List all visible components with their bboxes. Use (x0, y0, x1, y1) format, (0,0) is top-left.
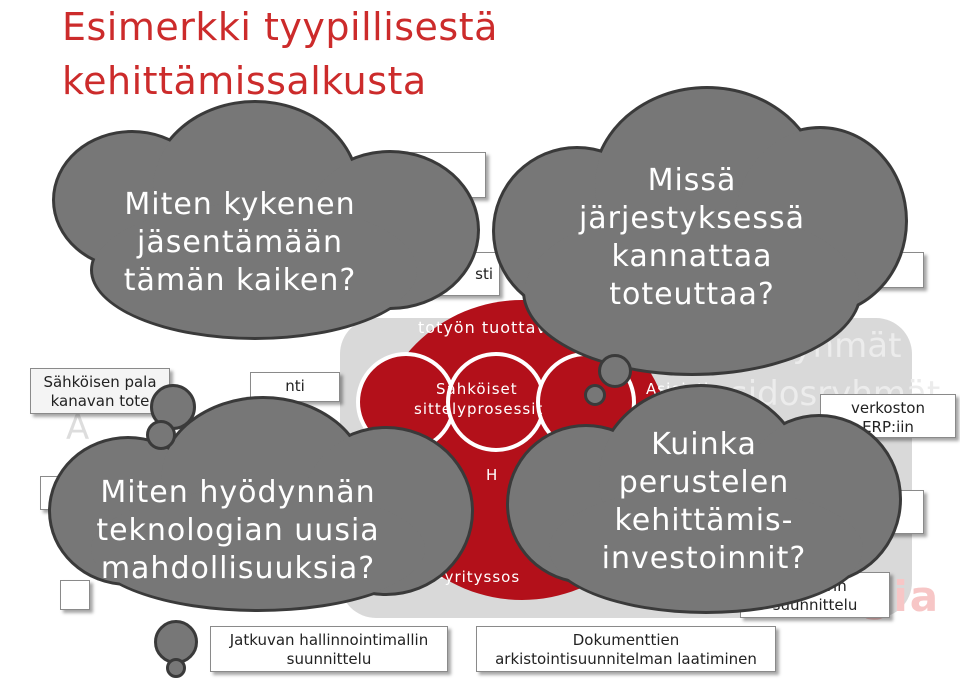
thought-cloud-order: Missä järjestyksessä kannattaa toteuttaa… (482, 86, 910, 376)
cloud-investment-line1: Kuinka (651, 427, 757, 462)
cloud-investment-line3: kehittämis- (614, 503, 794, 538)
box-governance-line1: Jatkuvan hallinnointimallin (229, 631, 429, 649)
top-arc-label: totyön tuottav (418, 318, 547, 337)
cloud-technology-text: Miten hyödynnän teknologian uusia mahdol… (78, 474, 398, 588)
cloud-order-line3: kannattaa (611, 239, 773, 274)
cloud-structure-line1: Miten kykenen (124, 187, 356, 222)
title-line-1: Esimerkki tyypillisestä (62, 5, 498, 49)
band-mid-label: H (486, 466, 499, 484)
thought-cloud-technology: Miten hyödynnän teknologian uusia mahdol… (38, 396, 478, 612)
box-right-network-line1: verkoston (851, 399, 925, 417)
box-document-archiving-line1: Dokumenttien (572, 631, 680, 649)
box-right-network: verkoston ERP:iin (820, 394, 956, 438)
process-label-2: sittelyprosessit (414, 400, 544, 418)
cloud-investment-text: Kuinka perustelen kehittämis- investoinn… (554, 426, 854, 578)
cloud-investment-line4: investoinnit? (601, 541, 807, 576)
cloud-order-text: Missä järjestyksessä kannattaa toteuttaa… (542, 162, 842, 314)
thought-bubble (584, 384, 606, 406)
cloud-investment-line2: perustelen (618, 465, 790, 500)
cloud-structure-line2: jäsentämään (137, 225, 343, 260)
box-governance-line2: suunnittelu (286, 650, 372, 668)
cloud-technology-line2: teknologian uusia (96, 513, 380, 548)
box-left-mid-text: nti (285, 377, 305, 395)
box-document-archiving-line2: arkistointisuunnitelman laatiminen (495, 650, 757, 668)
thought-cloud-investment: Kuinka perustelen kehittämis- investoinn… (506, 384, 906, 614)
box-document-archiving: Dokumenttien arkistointisuunnitelman laa… (476, 626, 776, 672)
cloud-order-line4: toteuttaa? (609, 277, 775, 312)
cloud-structure-text: Miten kykenen jäsentämään tämän kaiken? (90, 186, 390, 300)
box-electronic-channel-line1: Sähköisen pala (43, 373, 157, 391)
box-right-network-line2: ERP:iin (862, 418, 914, 436)
cloud-technology-line3: mahdollisuuksia? (100, 551, 376, 586)
box-governance: Jatkuvan hallinnointimallin suunnittelu (210, 626, 448, 672)
thought-bubble (166, 658, 186, 678)
box-electronic-channel-line2: kanavan tote (50, 392, 150, 410)
box-left-bottom (60, 580, 90, 610)
cloud-structure-line3: tämän kaiken? (123, 263, 357, 298)
cloud-order-line2: järjestyksessä (578, 201, 806, 236)
thought-bubble (146, 420, 176, 450)
cloud-order-line1: Missä (647, 163, 737, 198)
page-title: Esimerkki tyypillisestä kehittämissalkus… (62, 0, 498, 108)
thought-bubble (598, 354, 632, 388)
bg-letter-a: A (66, 408, 90, 448)
cloud-technology-line1: Miten hyödynnän (100, 475, 376, 510)
title-line-2: kehittämissalkusta (62, 59, 427, 103)
process-label-1: Sähköiset (436, 380, 518, 398)
box-top-partial-text: sti (475, 265, 493, 283)
thought-cloud-structure: Miten kykenen jäsentämään tämän kaiken? (30, 90, 490, 350)
